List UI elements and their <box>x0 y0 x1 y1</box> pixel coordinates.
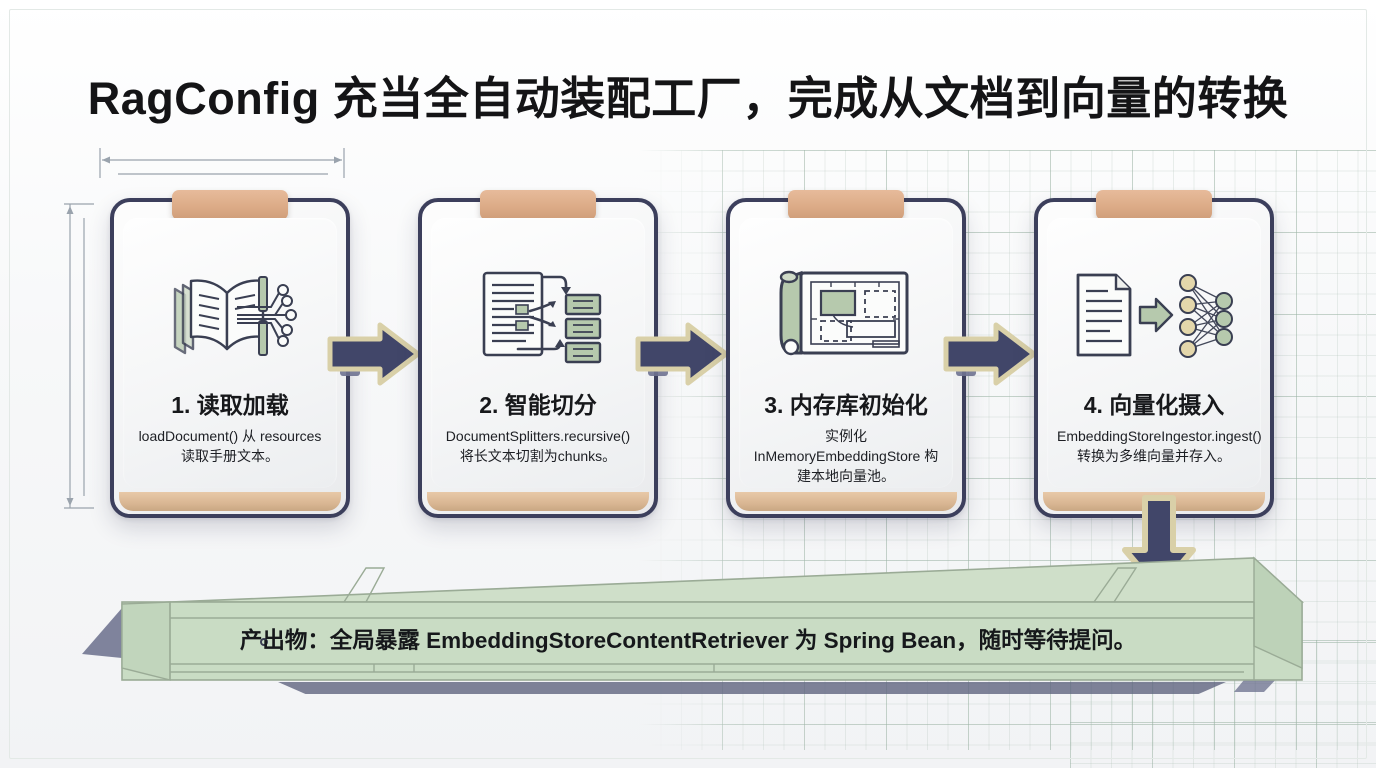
card-description: 实例化 InMemoryEmbeddingStore 构建本地向量池。 <box>753 428 939 484</box>
card-inner: 2. 智能切分 DocumentSplitters.recursive() 将长… <box>431 218 645 488</box>
step-card-1[interactable]: 1. 读取加载 loadDocument() 从 resources 读取手册文… <box>110 190 360 518</box>
card-title: 4. 向量化摄入 <box>1083 392 1225 418</box>
arrow-card2-to-card3 <box>635 322 729 386</box>
output-banner[interactable] <box>74 546 1306 694</box>
card-clip <box>788 190 904 220</box>
book-circuit-icon <box>123 260 337 370</box>
card-inner: 1. 读取加载 loadDocument() 从 resources 读取手册文… <box>123 218 337 488</box>
step-card-2[interactable]: 2. 智能切分 DocumentSplitters.recursive() 将长… <box>418 190 668 518</box>
card-clip <box>172 190 288 220</box>
card-inner: 4. 向量化摄入 EmbeddingStoreIngestor.ingest()… <box>1047 218 1261 488</box>
step-card-4[interactable]: 4. 向量化摄入 EmbeddingStoreIngestor.ingest()… <box>1034 190 1274 518</box>
card-description: EmbeddingStoreIngestor.ingest() 转换为多维向量并… <box>1057 428 1261 464</box>
width-dimension-line <box>99 148 345 178</box>
document-neural-network-icon <box>1047 260 1261 370</box>
card-title: 1. 读取加载 <box>171 392 289 418</box>
card-title: 2. 智能切分 <box>479 392 597 418</box>
document-split-chunks-icon <box>431 260 645 370</box>
arrow-card1-to-card2 <box>327 322 421 386</box>
height-dimension-line <box>64 203 94 509</box>
card-bottom-band <box>427 492 649 511</box>
page-title: RagConfig 充当全自动装配工厂，完成从文档到向量的转换 <box>87 73 1289 124</box>
card-description: DocumentSplitters.recursive() 将长文本切割为chu… <box>445 428 631 464</box>
card-inner: 3. 内存库初始化 实例化 InMemoryEmbeddingStore 构建本… <box>739 218 953 488</box>
blueprint-scroll-icon <box>739 260 953 370</box>
card-title: 3. 内存库初始化 <box>764 392 928 418</box>
step-card-3[interactable]: 3. 内存库初始化 实例化 InMemoryEmbeddingStore 构建本… <box>726 190 976 518</box>
arrow-card3-to-card4 <box>943 322 1037 386</box>
card-description: loadDocument() 从 resources 读取手册文本。 <box>138 428 322 464</box>
card-clip <box>480 190 596 220</box>
output-banner-text: 产出物：全局暴露 EmbeddingStoreContentRetriever … <box>239 628 1137 653</box>
card-bottom-band <box>735 492 957 511</box>
card-clip <box>1096 190 1212 220</box>
card-bottom-band <box>119 492 341 511</box>
